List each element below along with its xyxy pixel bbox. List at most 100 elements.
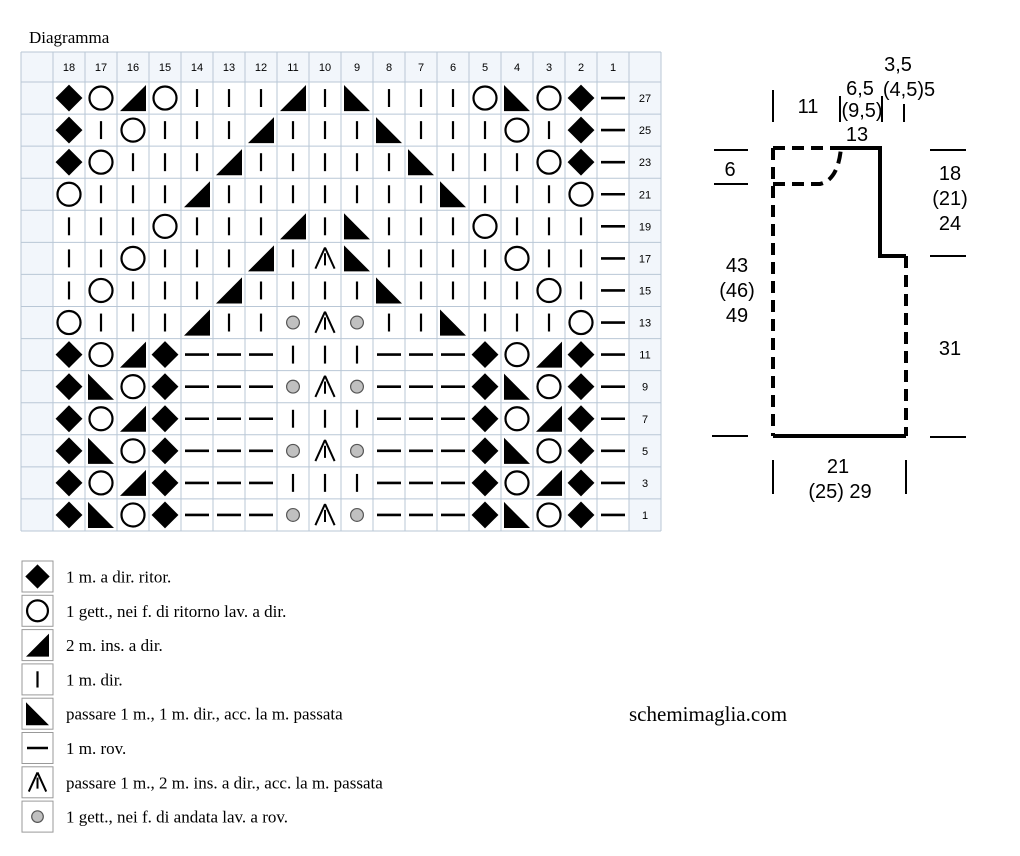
legend-label: 1 gett., nei f. di ritorno lav. a dir. <box>66 602 286 621</box>
open-circle-icon <box>472 85 498 111</box>
right-triangle-k2tog-icon <box>184 181 210 208</box>
open-circle-icon <box>120 374 146 400</box>
legend-label: 1 m. rov. <box>66 739 126 758</box>
open-circle-icon <box>88 85 114 111</box>
left-triangle-skpo-icon <box>88 437 114 464</box>
diamond-icon <box>471 373 499 401</box>
open-circle-icon <box>568 181 594 207</box>
column-label: 11 <box>287 62 298 74</box>
right-triangle-k2tog-icon <box>280 85 306 112</box>
chart-row: 11 <box>55 341 651 369</box>
open-circle-icon <box>536 277 562 304</box>
open-circle-icon <box>152 213 178 239</box>
right-triangle-k2tog-icon <box>248 117 274 144</box>
diamond-icon <box>151 469 179 497</box>
right-triangle-k2tog-icon <box>26 633 49 657</box>
diamond-icon <box>567 373 595 401</box>
total-height-label-1: 43 <box>726 255 748 277</box>
diamond-icon <box>567 501 595 529</box>
grey-circle-icon <box>286 379 301 394</box>
legend-item: 1 m. rov. <box>21 732 126 764</box>
row-number: 17 <box>639 253 651 265</box>
chart-row: 19 <box>67 213 651 240</box>
diamond-icon <box>471 405 499 433</box>
diamond-icon <box>567 148 595 176</box>
diamond-icon <box>151 341 179 369</box>
double-decrease-icon <box>314 375 336 398</box>
diamond-icon <box>471 437 499 465</box>
row-number: 9 <box>642 382 648 394</box>
right-triangle-k2tog-icon <box>120 341 146 368</box>
diamond-icon <box>55 373 83 401</box>
left-triangle-skpo-icon <box>88 501 114 528</box>
diamond-icon <box>151 373 179 401</box>
legend-item: passare 1 m., 1 m. dir., acc. la m. pass… <box>21 697 343 730</box>
double-decrease-icon <box>314 503 336 526</box>
open-circle-icon <box>536 438 562 464</box>
column-label: 4 <box>514 62 520 74</box>
column-label: 10 <box>319 62 331 74</box>
column-label: 3 <box>546 62 552 74</box>
legend-label: passare 1 m., 1 m. dir., acc. la m. pass… <box>66 705 343 724</box>
open-circle-icon <box>88 341 114 368</box>
column-label: 7 <box>418 62 424 74</box>
chart-row: 5 <box>55 437 648 465</box>
total-height-label-3: 49 <box>726 305 748 327</box>
diamond-icon <box>55 148 83 176</box>
open-circle-icon <box>120 438 146 464</box>
row-number: 15 <box>639 285 651 297</box>
double-decrease-icon <box>314 247 336 270</box>
diamond-icon <box>567 437 595 465</box>
double-decrease-icon <box>314 311 336 334</box>
column-label: 13 <box>223 62 235 74</box>
chart-row: 21 <box>56 181 651 208</box>
column-label: 12 <box>255 62 267 74</box>
grey-circle-icon <box>350 443 365 458</box>
open-circle-icon <box>536 149 562 175</box>
legend-label: 2 m. ins. a dir. <box>66 636 163 655</box>
chart-row: 9 <box>55 373 648 401</box>
column-label: 9 <box>354 62 360 74</box>
chart-row: 25 <box>55 116 651 144</box>
row-number: 13 <box>639 318 651 330</box>
column-label: 15 <box>159 62 171 74</box>
diamond-icon <box>567 116 595 144</box>
row-number: 23 <box>639 157 651 169</box>
diamond-icon <box>471 341 499 369</box>
legend-item: 1 gett., nei f. di andata lav. a rov. <box>21 800 288 833</box>
legend-item: 1 m. a dir. ritor. <box>21 560 171 593</box>
row-number: 5 <box>642 446 648 458</box>
column-label: 18 <box>63 62 75 74</box>
armhole-label-2: (21) <box>932 188 968 210</box>
double-decrease-icon <box>27 772 48 792</box>
row-number: 3 <box>642 478 648 490</box>
right-triangle-k2tog-icon <box>120 405 146 432</box>
side-label: 31 <box>939 338 961 360</box>
open-circle-icon <box>152 85 178 111</box>
legend-item: passare 1 m., 2 m. ins. a dir., acc. la … <box>21 766 383 799</box>
stitch-legend: 1 m. a dir. ritor. 1 gett., nei f. di rit… <box>21 560 383 833</box>
row-number: 1 <box>642 510 648 522</box>
right-triangle-k2tog-icon <box>120 469 146 496</box>
row-number: 11 <box>639 350 650 362</box>
left-triangle-skpo-icon <box>504 437 530 464</box>
right-triangle-k2tog-icon <box>536 469 562 496</box>
left-triangle-skpo-icon <box>26 702 49 726</box>
open-circle-icon <box>504 406 530 432</box>
diamond-icon <box>471 469 499 497</box>
left-triangle-skpo-icon <box>504 501 530 528</box>
left-triangle-skpo-icon <box>344 245 370 272</box>
chart-row: 1 <box>55 501 648 529</box>
open-circle-icon <box>120 502 146 528</box>
diamond-icon <box>55 405 83 433</box>
left-triangle-skpo-icon <box>504 85 530 112</box>
row-number: 21 <box>639 189 651 201</box>
neck-inner-alt-label: (9,5) <box>841 100 882 122</box>
legend-item: 1 gett., nei f. di ritorno lav. a dir. <box>21 594 286 627</box>
open-circle-icon <box>120 117 146 143</box>
diamond-icon <box>471 501 499 529</box>
chart-row: 15 <box>67 277 651 304</box>
neck-total-label: 13 <box>846 124 868 146</box>
diamond-icon <box>567 341 595 369</box>
